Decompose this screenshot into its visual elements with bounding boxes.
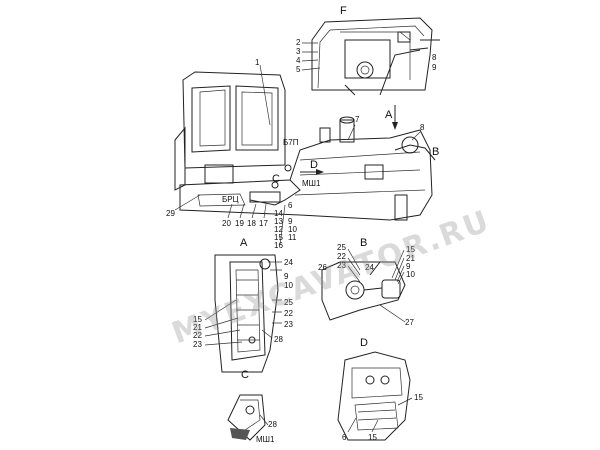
view-d-title: D — [360, 337, 368, 349]
view-b-label-15: 15 — [406, 245, 415, 254]
main-label-9: 9 — [288, 217, 293, 226]
main-label-18: 18 — [247, 219, 256, 228]
main-label-13: 13 — [274, 217, 283, 226]
main-label-12: 12 — [274, 225, 283, 234]
main-label-14: 14 — [274, 209, 283, 218]
view-f-label-5: 5 — [296, 65, 301, 74]
view-f-label-2: 2 — [296, 38, 301, 47]
main-label-20: 20 — [222, 219, 231, 228]
view-a-label-22b: 22 — [193, 331, 202, 340]
view-b-label-27: 27 — [405, 318, 414, 327]
view-b-label-24: 24 — [365, 263, 374, 272]
main-label-29: 29 — [166, 209, 175, 218]
view-a-label-24: 24 — [284, 258, 293, 267]
view-arrow-a-label: A — [385, 109, 393, 121]
view-b-label-26: 26 — [318, 263, 327, 272]
view-a-label-28: 28 — [274, 335, 283, 344]
view-b-title: B — [360, 237, 367, 249]
view-f-title: F — [340, 5, 347, 17]
view-c-title: C — [241, 369, 249, 381]
view-b-label-21: 21 — [406, 254, 415, 263]
view-a-label-10: 10 — [284, 281, 293, 290]
main-label-17: 17 — [259, 219, 268, 228]
view-arrow-c-label: C — [272, 173, 280, 185]
view-a-label-15: 15 — [193, 315, 202, 324]
view-arrow-d-label: D — [310, 159, 318, 171]
view-a: A 24 9 10 25 22 23 15 21 22 23 28 — [193, 237, 293, 373]
main-label-6: 6 — [288, 201, 293, 210]
main-label-7: 7 — [355, 115, 360, 124]
main-label-10: 10 — [288, 225, 297, 234]
view-d: D 15 6 15 — [337, 337, 423, 442]
view-f-label-8: 8 — [432, 53, 437, 62]
view-f-label-4: 4 — [296, 56, 301, 65]
view-b-label-9: 9 — [406, 262, 411, 271]
view-a-label-22: 22 — [284, 309, 293, 318]
view-b-outline — [321, 261, 406, 321]
view-f-outline — [311, 17, 433, 91]
view-a-label-9: 9 — [284, 272, 289, 281]
view-a-label-21: 21 — [193, 323, 202, 332]
main-label-16: 16 — [274, 241, 283, 250]
view-d-label-15: 15 — [414, 393, 423, 402]
view-f-label-9: 9 — [432, 63, 437, 72]
main-label-1: 1 — [255, 58, 260, 67]
view-c: C 28 МШ1 — [227, 369, 277, 444]
main-assembly: БРЦ Б7П МШ1 A B D C 1 7 8 29 20 19 18 17… — [166, 58, 439, 250]
module-brc-label: БРЦ — [222, 195, 239, 204]
view-a-label-23: 23 — [284, 320, 293, 329]
view-a-title: A — [240, 237, 248, 249]
main-label-15: 15 — [274, 233, 283, 242]
view-b-label-23: 23 — [337, 261, 346, 270]
view-c-label-msh1: МШ1 — [256, 435, 275, 444]
view-b: B 25 22 23 26 24 15 21 9 10 27 — [318, 237, 415, 327]
view-arrow-b-label: B — [432, 146, 439, 158]
view-a-label-23b: 23 — [193, 340, 202, 349]
view-d-outline — [337, 351, 411, 441]
view-b-label-10: 10 — [406, 270, 415, 279]
watermark-text: MYEXCAVATOR.RU — [167, 204, 495, 352]
main-label-11: 11 — [288, 233, 297, 242]
view-d-label-6: 6 — [342, 433, 347, 442]
chassis-outline — [179, 129, 433, 221]
view-f-label-3: 3 — [296, 47, 301, 56]
module-msh1-label: МШ1 — [302, 179, 321, 188]
view-c-label-28: 28 — [268, 420, 277, 429]
main-label-8: 8 — [420, 123, 425, 132]
module-b7p-label: Б7П — [283, 138, 299, 147]
view-a-label-25: 25 — [284, 298, 293, 307]
view-b-label-25: 25 — [337, 243, 346, 252]
view-d-label-15b: 15 — [368, 433, 377, 442]
view-b-label-22: 22 — [337, 252, 346, 261]
cab-outline — [182, 71, 286, 169]
view-f: F 2 3 4 5 8 9 — [296, 5, 440, 96]
main-label-19: 19 — [235, 219, 244, 228]
view-a-outline — [214, 254, 279, 373]
